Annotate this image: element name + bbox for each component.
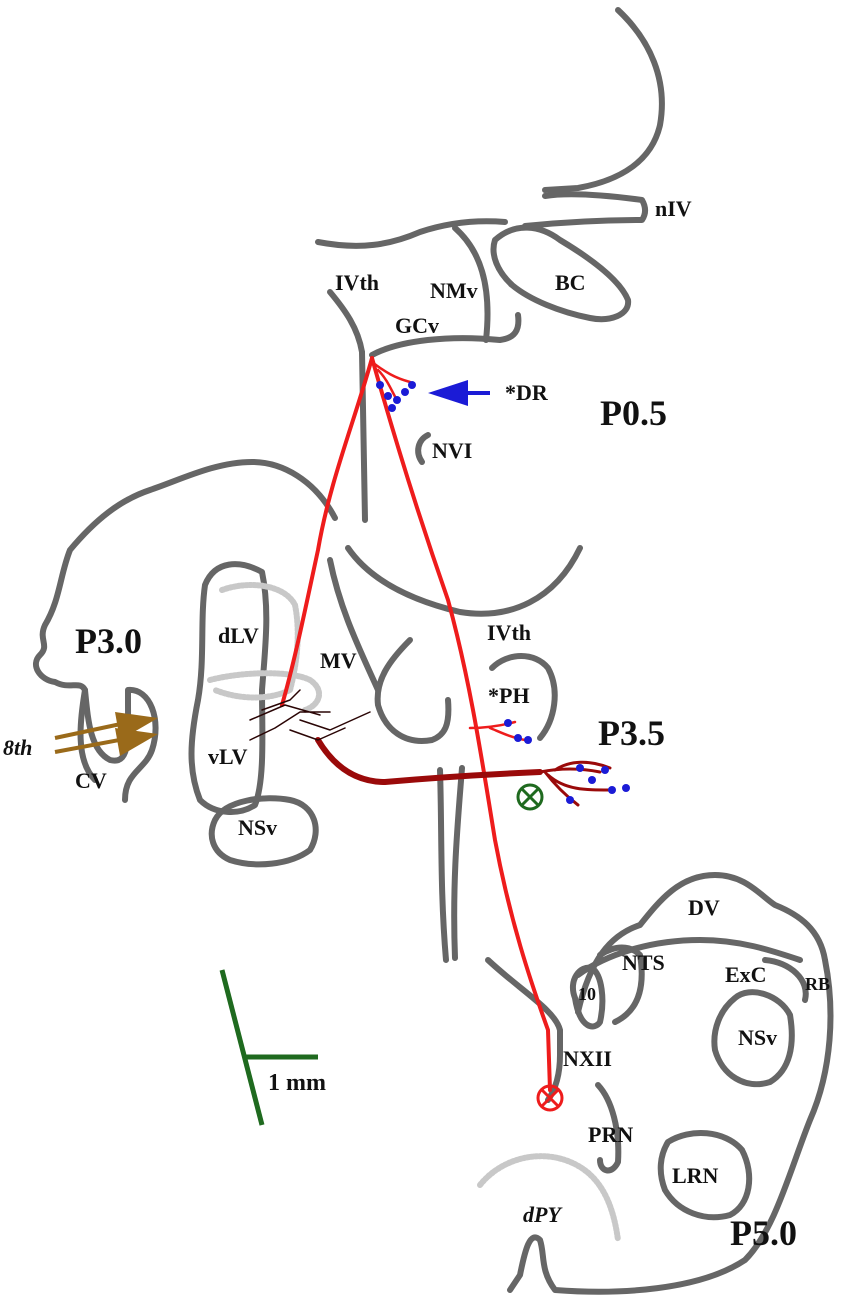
nIV-outline [522,191,648,229]
scale-bar-vertical [219,969,265,1126]
terminal-dot [393,396,401,404]
label-eighth-nerve: 8th [3,735,32,760]
label-ten: 10 [578,984,596,1004]
label-RB: RB [805,974,830,994]
DV-outline [575,937,803,978]
PH-outline [489,653,558,741]
terminal-dot [401,388,409,396]
dPY-dotted-outline [477,1153,621,1243]
label-PRN: PRN [588,1122,633,1147]
label-DR: *DR [505,380,549,405]
LV-outline [188,561,270,815]
terminal-dot [601,766,609,774]
terminal-dot [576,764,584,772]
NSv-left-outline [208,795,319,868]
IVth-mid-outline [374,637,452,744]
label-PH: *PH [488,683,530,708]
NMv-outline [452,225,491,343]
label-dPY: dPY [523,1202,563,1227]
dark-axon-main [315,737,543,785]
dark-axon-terminal [538,760,612,807]
label-nIV: nIV [655,196,692,221]
terminal-dot [566,796,574,804]
terminal-dot [504,719,512,727]
terminal-dot [608,786,616,794]
terminal-dot [388,404,396,412]
midline-p35-outline [451,765,465,961]
label-LRN: LRN [672,1163,719,1188]
PRN-outline [595,1082,622,1174]
label-IVth-top: IVth [335,270,379,295]
MV-inner-outline [327,557,381,693]
section-label-p35: P3.5 [598,713,665,753]
fourth-ventricle-roof-outline [315,218,508,249]
label-ExC: ExC [725,962,767,987]
label-DV: DV [688,895,720,920]
section-label-p50: P5.0 [730,1213,797,1253]
section-p30-p35-outlines [33,459,583,963]
label-CV: CV [75,768,107,793]
label-MV: MV [320,648,357,673]
label-NSv-right: NSv [738,1025,777,1050]
cerebellum-outline [542,7,665,193]
label-GCv: GCv [395,313,439,338]
NVI-outline [415,432,431,465]
scale-bar-label: 1 mm [268,1070,326,1096]
dark-neuron [249,689,612,807]
double-arrow-icon [54,712,158,756]
dLV-dotted-lower [207,670,322,713]
blue-terminals [376,381,630,804]
terminal-dot [384,392,392,400]
terminal-dot [376,381,384,389]
LRN-outline [657,1130,753,1221]
terminal-dot [622,784,630,792]
terminal-dot [524,736,532,744]
label-BC: BC [555,270,586,295]
ExC-outline [762,957,809,1003]
scale-bar: 1 mm [219,969,326,1126]
ten-outline [570,964,606,1030]
midline-p05-outline [359,349,368,523]
BC-outline [490,224,632,322]
label-NSv-left: NSv [238,815,277,840]
terminal-dot [514,734,522,742]
axon-left-branch [280,356,374,707]
label-IVth-mid: IVth [487,620,531,645]
MV-outline [345,545,583,617]
NTS-outline [597,944,645,1025]
floor-outline [369,312,522,358]
p30-outer-outline [33,459,338,803]
NSv-right-outline [711,989,795,1088]
left-arrow-icon [428,380,490,406]
dendrite-tree [249,689,371,741]
label-dLV: dLV [218,623,259,648]
IVth-top-outline [327,289,365,355]
injection-site-icon [536,1084,564,1112]
recording-site-icon [516,783,544,811]
section-p50-outlines [477,872,834,1295]
section-label-p30: P3.0 [75,621,142,661]
label-vLV: vLV [208,744,248,769]
label-NXII: NXII [563,1046,612,1071]
label-NTS: NTS [622,950,665,975]
label-NVI: NVI [432,438,472,463]
section-p05-outlines [315,7,665,523]
section-label-p05: P0.5 [600,393,667,433]
terminal-dot [408,381,416,389]
terminal-dot [588,776,596,784]
midline-p35-second [437,767,449,963]
CV-outline [77,687,98,783]
label-NMv: NMv [430,278,478,303]
axon-right-branch [370,356,552,1092]
